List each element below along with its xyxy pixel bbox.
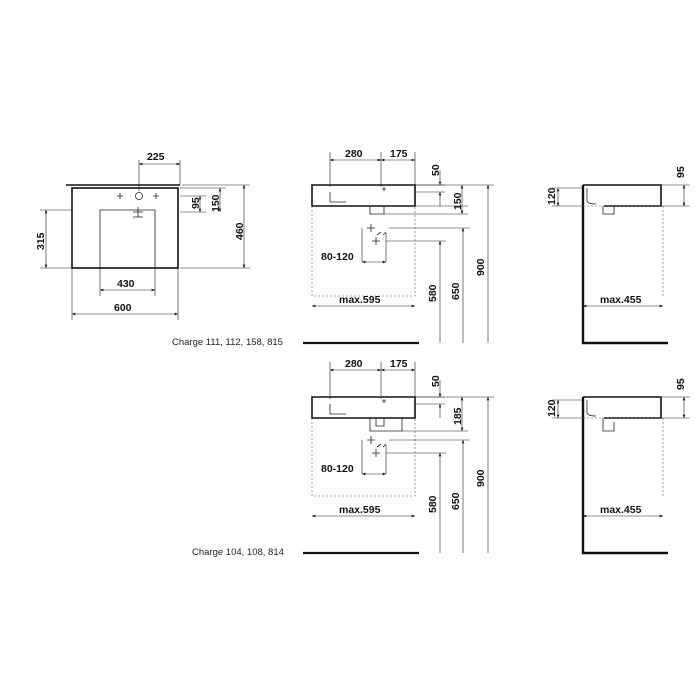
top-view: 225 95 150 460 315 430 600 — [35, 151, 250, 320]
ext-line — [415, 396, 445, 405]
ext-line — [384, 205, 468, 215]
dim-185: 185 — [452, 407, 464, 425]
dim-max595: max.595 — [339, 504, 381, 516]
caption-set-2: Charge 104, 108, 814 — [192, 547, 284, 558]
side-siphon — [602, 418, 615, 432]
ext-line — [180, 184, 250, 269]
side-view-2: 95 120 max.455 — [546, 378, 690, 555]
basin-inner-line — [329, 404, 346, 415]
siphon-body — [369, 418, 403, 432]
ext-line — [386, 184, 494, 242]
dim-175: 175 — [390, 358, 408, 370]
waste-outlet — [375, 418, 385, 427]
basin-front-outline — [311, 184, 416, 207]
wall-and-floor — [581, 185, 668, 345]
basin-inner-curve — [586, 188, 597, 205]
caption-set-1: Charge 111, 112, 158, 815 — [172, 337, 283, 348]
drain-cross-icon — [372, 231, 387, 245]
ext-line — [180, 195, 206, 213]
supply-cross-icon — [367, 436, 375, 444]
drain-cross-icon — [372, 443, 387, 457]
dim-900: 900 — [475, 258, 487, 276]
basin-inner-curve — [586, 400, 597, 417]
basin-side-outline — [583, 184, 662, 207]
wall-and-floor — [581, 397, 668, 555]
dim-280: 280 — [345, 148, 363, 160]
dim-650: 650 — [450, 492, 462, 510]
tap-marker-icon — [382, 399, 386, 403]
dim-315: 315 — [35, 232, 47, 250]
cabinet-dashed-outline — [311, 418, 416, 497]
dim-600: 600 — [114, 302, 132, 314]
basin-front-outline — [311, 396, 416, 419]
front-view-2: 280 175 50 185 80-120 580 650 900 max.59… — [303, 358, 494, 555]
dim-120: 120 — [546, 399, 558, 417]
tap-marker-icon — [382, 187, 386, 191]
dim-430: 430 — [117, 278, 135, 290]
dim-95: 95 — [190, 197, 202, 209]
dim-95: 95 — [675, 166, 687, 178]
ext-line — [329, 152, 416, 187]
dim-80-120: 80-120 — [321, 463, 354, 475]
dim-95: 95 — [675, 378, 687, 390]
ext-line — [386, 396, 494, 454]
dim-460: 460 — [234, 222, 246, 240]
ext-line — [661, 396, 690, 419]
top-view-bowl — [99, 209, 156, 268]
drain-icon — [133, 207, 143, 218]
ext-line — [71, 268, 179, 320]
dim-225: 225 — [147, 151, 165, 163]
dim-50: 50 — [430, 375, 442, 387]
ext-line — [415, 184, 445, 193]
dim-120: 120 — [546, 187, 558, 205]
side-cabinet-dashed — [583, 205, 664, 296]
basin-inner-line — [329, 192, 346, 203]
top-view-outline — [71, 187, 179, 269]
side-cabinet-dashed — [583, 417, 664, 496]
tap-hole-icon — [135, 192, 143, 200]
waste-outlet — [369, 206, 385, 215]
dim-280: 280 — [345, 358, 363, 370]
fixing-cross-icons — [117, 193, 159, 199]
side-waste-outlet — [602, 206, 615, 215]
ext-line — [361, 228, 387, 262]
dim-580: 580 — [427, 284, 439, 302]
dim-50: 50 — [430, 164, 442, 176]
dim-150: 150 — [452, 192, 464, 210]
dim-650: 650 — [450, 282, 462, 300]
dim-900: 900 — [475, 469, 487, 487]
dim-max455: max.455 — [600, 294, 642, 306]
cabinet-dashed-outline — [311, 206, 416, 297]
dim-175: 175 — [390, 148, 408, 160]
supply-cross-icon — [367, 224, 375, 232]
side-view-1: 95 120 max.455 — [546, 166, 690, 345]
dim-80-120: 80-120 — [321, 251, 354, 263]
front-view-1: 280 175 50 150 80-120 580 650 900 max.59… — [303, 148, 494, 345]
dim-580: 580 — [427, 495, 439, 513]
dim-max595: max.595 — [339, 294, 381, 306]
basin-side-outline — [583, 396, 662, 419]
ext-line — [138, 160, 181, 191]
ext-line — [361, 440, 387, 474]
ext-line — [329, 362, 416, 399]
dim-150: 150 — [210, 194, 222, 212]
dim-max455: max.455 — [600, 504, 642, 516]
ext-line — [661, 184, 690, 207]
